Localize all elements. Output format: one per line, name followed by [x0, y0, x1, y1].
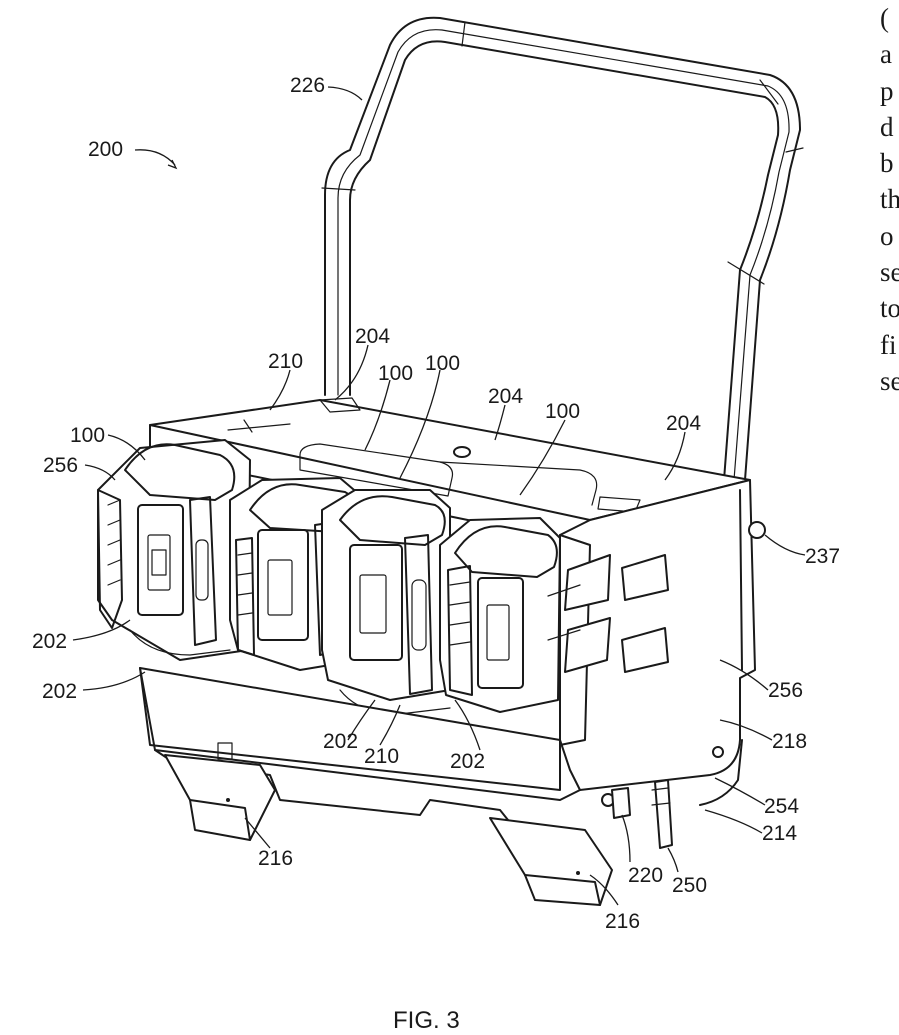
end-panel-drawing — [548, 480, 765, 790]
cropped-margin-text: ( a p d b th o se to fi se — [880, 0, 899, 430]
margin-char: p — [880, 73, 899, 109]
label-204-right: 204 — [666, 412, 701, 435]
latch-drawing — [602, 788, 630, 818]
label-100-c: 100 — [545, 400, 580, 423]
label-256-left: 256 — [43, 454, 78, 477]
label-202-b: 202 — [42, 680, 77, 703]
margin-char: o — [880, 218, 899, 254]
margin-char: d — [880, 109, 899, 145]
label-237: 237 — [805, 545, 840, 568]
label-218: 218 — [772, 730, 807, 753]
margin-char: b — [880, 145, 899, 181]
hook-drawing — [652, 780, 672, 848]
battery-pack-3-drawing — [322, 490, 450, 714]
margin-char: th — [880, 181, 899, 217]
margin-char: ( — [880, 0, 899, 36]
battery-pack-4-drawing — [440, 518, 560, 712]
label-216-right: 216 — [605, 910, 640, 933]
label-254: 254 — [764, 795, 799, 818]
right-foot-drawing — [490, 818, 612, 905]
margin-char: se — [880, 363, 899, 399]
label-214: 214 — [762, 822, 797, 845]
margin-char: se — [880, 254, 899, 290]
label-210-bottom: 210 — [364, 745, 399, 768]
label-210-top: 210 — [268, 350, 303, 373]
label-220: 220 — [628, 864, 663, 887]
label-216-left: 216 — [258, 847, 293, 870]
label-202-c: 202 — [323, 730, 358, 753]
label-100-left: 100 — [70, 424, 105, 447]
label-204-mid: 204 — [488, 385, 523, 408]
label-200: 200 — [88, 138, 123, 161]
label-204-top: 204 — [355, 325, 390, 348]
label-256-right: 256 — [768, 679, 803, 702]
label-202-d: 202 — [450, 750, 485, 773]
label-202-a: 202 — [32, 630, 67, 653]
label-100-b: 100 — [425, 352, 460, 375]
margin-char: a — [880, 36, 899, 72]
margin-char: fi — [880, 327, 899, 363]
battery-pack-1-drawing — [98, 440, 250, 660]
label-250: 250 — [672, 874, 707, 897]
figure-caption: FIG. 3 — [393, 1007, 460, 1034]
label-226: 226 — [290, 74, 325, 97]
margin-char: to — [880, 290, 899, 326]
label-100-a: 100 — [378, 362, 413, 385]
